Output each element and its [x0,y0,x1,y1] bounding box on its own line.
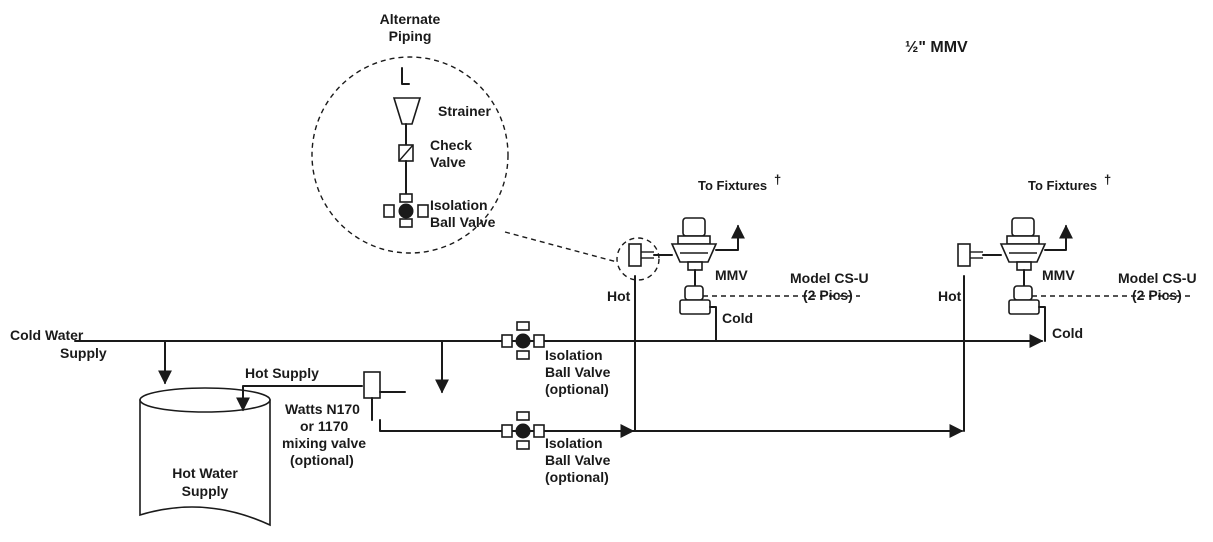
iso-upper-line2: Ball Valve [545,364,611,380]
cold-to-mixer-pipe [389,340,449,394]
station-2: To Fixtures † MMV Hot Cold Model CS-U (2… [938,172,1197,342]
model-label-1-line1: Model CS-U [790,270,869,286]
iso-label-line1: Isolation [430,197,488,213]
iso-valve-lower-icon [501,411,545,450]
fixtures-label-2: To Fixtures [1028,178,1097,193]
model-label-2-line2: (2 Pics) [1132,287,1182,303]
cold-branch-1 [709,306,717,342]
hot-supply-label: Hot Supply [245,365,319,381]
hot-label-2: Hot [938,288,962,304]
iso-lower-line3: (optional) [545,469,609,485]
cold-label-2: Cold [1052,325,1083,341]
fixtures-arrow-2 [1044,224,1073,251]
mmv-valve-icon [670,217,718,271]
check-valve-icon [398,144,414,162]
mmv-label-2: MMV [1042,267,1075,283]
inset-circle [311,56,509,254]
inset-title-line1: Alternate [380,11,441,27]
model-label-1-line2: (2 Pics) [803,287,853,303]
iso-lower-line1: Isolation [545,435,603,451]
fixtures-arrow-1 [715,224,745,251]
hot-inlet-strainer-icon-2 [957,243,983,267]
iso-label-line2: Ball Valve [430,214,496,230]
fixtures-label-1: To Fixtures [698,178,767,193]
iso-lower-line2: Ball Valve [545,452,611,468]
hot-inlet-strainer-icon [628,243,654,267]
inset-pipe-top [401,67,410,85]
hot-supply-pipe [236,385,363,412]
tank-label-line1: Hot Water [172,465,238,481]
mmv-valve-icon-2 [999,217,1047,271]
model-label-2-line1: Model CS-U [1118,270,1197,286]
hot-label-1: Hot [607,288,631,304]
mixing-valve-line3: mixing valve [282,435,366,451]
cold-water-supply: Cold Water Supply [10,327,1044,394]
mixing-valve-line1: Watts N170 [285,401,360,417]
cold-label-1: Cold [722,310,753,326]
fixtures-dagger-1: † [774,172,781,187]
check-label-line1: Check [430,137,472,153]
strainer-label: Strainer [438,103,491,119]
station-1: To Fixtures † MMV Hot Cold Model CS-U (2… [607,172,869,342]
iso-valve-upper-icon [501,321,545,360]
tank-label-line2: Supply [182,483,229,499]
inset-title-line2: Piping [389,28,432,44]
ball-valve-icon [383,193,429,228]
hot-inlet-callout-circle [616,237,660,281]
strainer-icon [392,97,422,125]
inset-leader [504,231,618,263]
hot-main-pipe [379,419,964,438]
mixing-valve-icon [363,371,406,421]
cold-supply-line1: Cold Water [10,327,84,343]
diagram-title: ½" MMV [905,39,968,56]
iso-upper-line1: Isolation [545,347,603,363]
cold-supply-line2: Supply [60,345,107,361]
mixing-valve-line4: (optional) [290,452,354,468]
check-stop-icon-2 [1008,285,1040,315]
mmv-label-1: MMV [715,267,748,283]
cold-branch-2 [1038,306,1046,342]
hot-water-tank: Hot Water Supply [139,387,271,527]
alternate-piping-inset: Alternate Piping Strainer Check Valve Is… [311,11,509,254]
fixtures-dagger-2: † [1104,172,1111,187]
iso-upper-line3: (optional) [545,381,609,397]
check-stop-icon-1 [679,285,711,315]
mixing-valve-line2: or 1170 [300,418,348,434]
check-label-line2: Valve [430,154,466,170]
